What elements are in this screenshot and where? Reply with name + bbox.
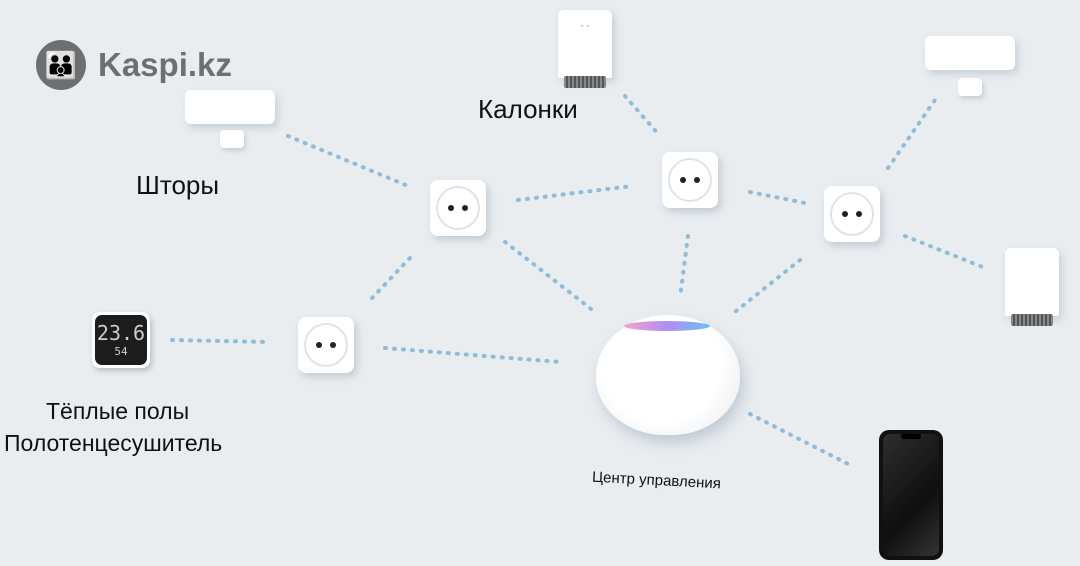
line-speaker-socket (623, 94, 662, 138)
family-logo-icon: 👪 (36, 40, 86, 90)
smartphone-device (879, 430, 943, 560)
temperature-sensor-device: 23.6 54 (92, 312, 150, 368)
smart-socket-2 (662, 152, 718, 208)
line-hub-phone (748, 412, 854, 468)
line-socket-socket-left (370, 256, 412, 300)
line-sensor-socket (170, 338, 272, 344)
kaspi-watermark: 👪 Kaspi.kz (36, 40, 232, 90)
line-socket-socket-right (748, 190, 812, 206)
label-warm-floors: Тёплые полы (46, 398, 190, 424)
watermark-text: Kaspi.kz (98, 46, 232, 83)
curtain-motor-clip-right (958, 78, 982, 96)
line-socket-hub (383, 346, 562, 364)
sensor-humidity: 54 (114, 345, 128, 358)
label-curtains: Шторы (136, 170, 220, 200)
line-socket-hub-2 (503, 240, 597, 314)
thermostat-head-device: ˇ ˆ (558, 10, 612, 88)
thermostat-marks: ˇ ˆ (580, 24, 590, 34)
curtain-motor-device-right (925, 36, 1015, 70)
smart-socket-1 (430, 180, 486, 236)
hub-light-ring (624, 321, 710, 331)
curtain-motor-device (185, 90, 275, 124)
label-speakers: Калонки (478, 94, 578, 124)
line-socket-socket (516, 184, 634, 202)
thermostat-head-device-right (1005, 248, 1059, 326)
line-curtains-socket (286, 134, 410, 188)
sensor-temperature: 23.6 (96, 321, 146, 345)
smart-socket-3 (824, 186, 880, 242)
line-socket-thermo (903, 234, 987, 270)
line-socket-curtain-right (886, 98, 937, 170)
label-towel-dryer: Полотенцесушитель (4, 430, 223, 456)
curtain-motor-clip (220, 130, 244, 148)
line-socket-hub-4 (733, 258, 802, 314)
smart-socket-4 (298, 317, 354, 373)
control-hub-speaker (596, 315, 740, 435)
line-socket-hub-3 (678, 234, 690, 300)
